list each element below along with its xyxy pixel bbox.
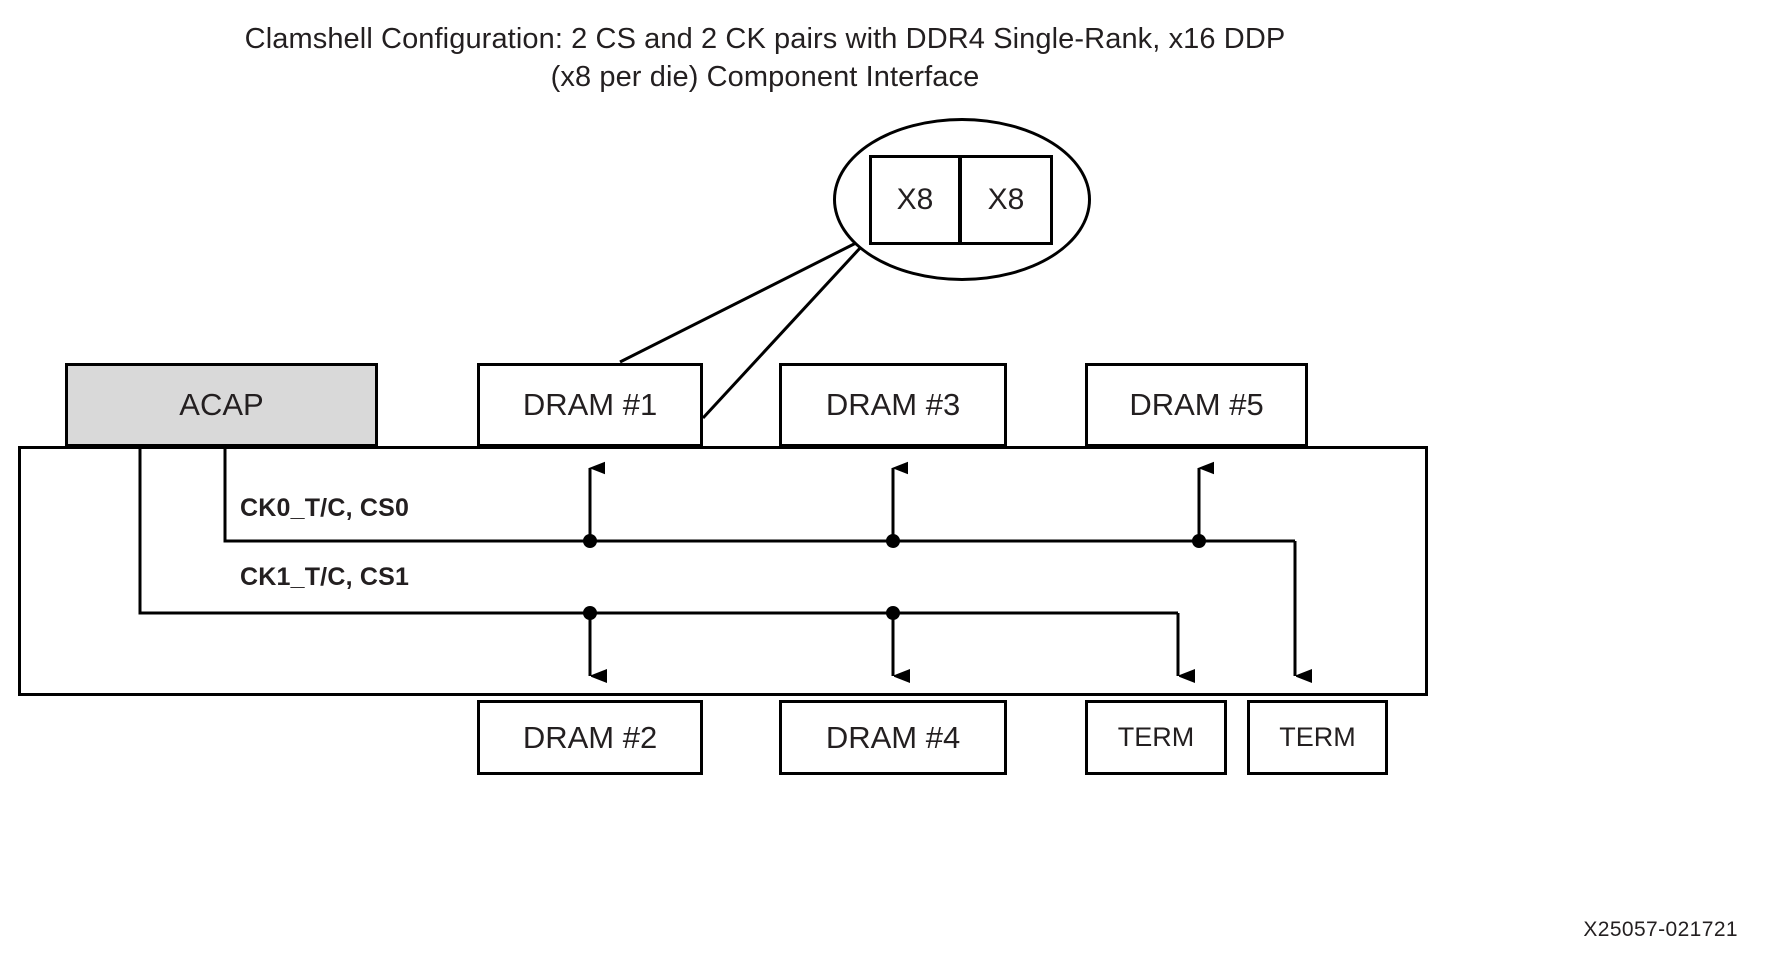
node-term-2: TERM <box>1247 700 1388 775</box>
die-box-x8-left: X8 <box>869 155 961 245</box>
routing-channel-frame <box>18 446 1428 696</box>
node-dram-4: DRAM #4 <box>779 700 1007 775</box>
callout-ellipse <box>833 118 1091 281</box>
signal-label-ck1: CK1_T/C, CS1 <box>240 563 410 591</box>
node-term-1: TERM <box>1085 700 1227 775</box>
node-dram-5: DRAM #5 <box>1085 363 1308 447</box>
signal-label-ck0: CK0_T/C, CS0 <box>240 494 410 522</box>
node-dram-1: DRAM #1 <box>477 363 703 447</box>
die-box-x8-right: X8 <box>959 155 1053 245</box>
node-acap: ACAP <box>65 363 378 447</box>
figure-title: Clamshell Configuration: 2 CS and 2 CK p… <box>0 20 1530 96</box>
figure-title-line-2: (x8 per die) Component Interface <box>550 61 980 93</box>
node-dram-3: DRAM #3 <box>779 363 1007 447</box>
figure-id-code: X25057-021721 <box>1583 918 1738 941</box>
figure-title-line-1: Clamshell Configuration: 2 CS and 2 CK p… <box>244 23 1286 55</box>
callout-leader-line-left <box>619 241 857 364</box>
node-dram-2: DRAM #2 <box>477 700 703 775</box>
